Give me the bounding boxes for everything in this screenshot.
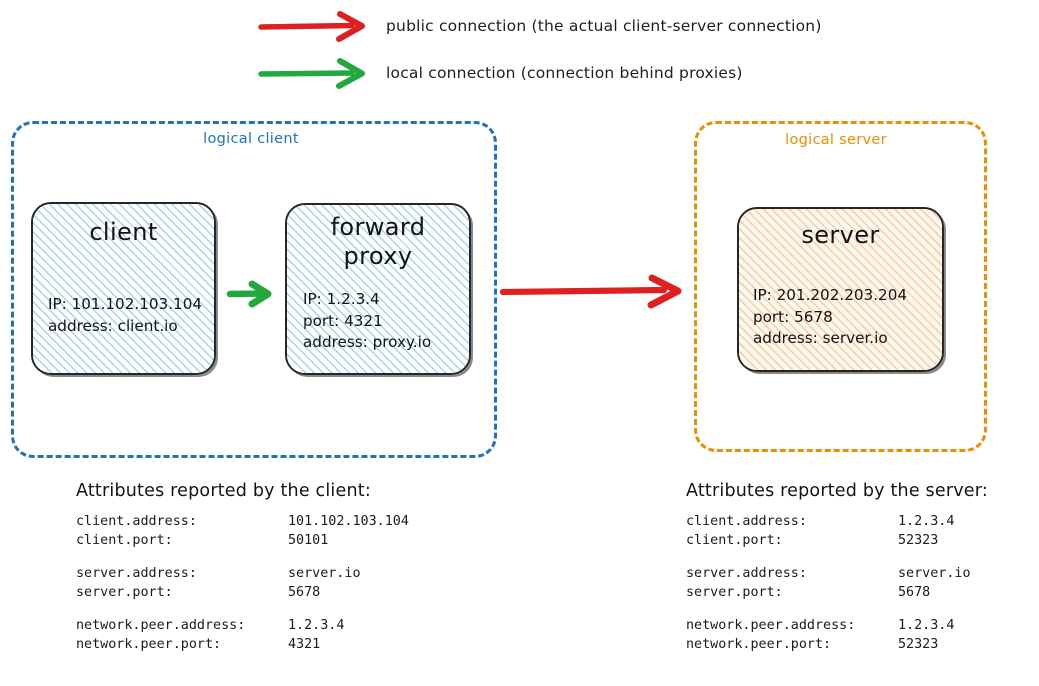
legend-row-public: public connection (the actual client-ser… (258, 9, 822, 43)
attributes-client-table: client.address: 101.102.103.104 client.p… (76, 512, 409, 654)
table-row: server.address: server.io (76, 564, 409, 583)
logical-client-group (11, 121, 497, 458)
table-row: server.address: server.io (686, 564, 988, 583)
red-arrow-icon (258, 11, 365, 42)
attributes-server-table: client.address: 1.2.3.4 client.port: 523… (686, 512, 988, 654)
green-arrow-icon (258, 58, 365, 89)
attr-key: client.address: (76, 514, 197, 529)
attributes-server-group-1: server.address: server.io server.port: 5… (686, 564, 988, 602)
attr-value: 101.102.103.104 (288, 514, 409, 529)
attr-value: 50101 (288, 533, 329, 549)
node-client-attr-address: address: client.io (48, 316, 178, 335)
attributes-server-group-2: network.peer.address: 1.2.3.4 network.pe… (686, 616, 988, 654)
attr-value: 1.2.3.4 (898, 514, 955, 529)
table-row: network.peer.port: 4321 (76, 635, 409, 654)
legend-label-local: local connection (connection behind prox… (386, 64, 743, 82)
table-row: client.address: 101.102.103.104 (76, 512, 409, 531)
node-server-attr-ip: IP: 201.202.203.204 (753, 286, 908, 304)
attributes-client-title: Attributes reported by the client: (76, 481, 371, 501)
attr-key: network.peer.address: (76, 618, 246, 634)
attr-value: 52323 (898, 637, 939, 653)
node-client-attrs: IP: 101.102.103.104 address: client.io (48, 294, 202, 337)
arrow-proxy-to-server (499, 274, 682, 309)
table-row: network.peer.address: 1.2.3.4 (686, 616, 988, 635)
attributes-server-title: Attributes reported by the server: (686, 481, 988, 501)
table-row: client.address: 1.2.3.4 (686, 512, 988, 531)
attributes-server-group-0: client.address: 1.2.3.4 client.port: 523… (686, 512, 988, 550)
node-server-attr-address: address: server.io (753, 329, 888, 348)
node-forward-proxy: forward proxy IP: 1.2.3.4 port: 4321 add… (285, 203, 471, 375)
attr-key: server.port: (686, 585, 783, 601)
attr-key: network.peer.port: (76, 637, 222, 653)
attributes-client-group-1: server.address: server.io server.port: 5… (76, 564, 409, 602)
table-row: client.port: 50101 (76, 531, 409, 550)
logical-client-label: logical client (203, 131, 299, 147)
node-server-title: server (801, 221, 880, 249)
legend-row-local: local connection (connection behind prox… (258, 56, 743, 90)
node-forward-proxy-title: forward proxy (330, 213, 426, 271)
attr-value: 4321 (288, 637, 321, 653)
node-forward-proxy-attr-port: port: 4321 (303, 311, 383, 330)
node-client-title: client (89, 218, 158, 246)
node-server-attrs: IP: 201.202.203.204 port: 5678 address: … (753, 285, 907, 350)
logical-server-label: logical server (785, 132, 887, 148)
attr-value: server.io (898, 566, 971, 582)
node-server: server IP: 201.202.203.204 port: 5678 ad… (737, 207, 944, 372)
attributes-client-group-2: network.peer.address: 1.2.3.4 network.pe… (76, 616, 409, 654)
logical-server-group (694, 121, 987, 452)
node-client-hatch (33, 204, 214, 373)
legend-label-public: public connection (the actual client-ser… (386, 17, 822, 35)
attr-value: server.io (288, 566, 361, 582)
table-row: server.port: 5678 (76, 583, 409, 602)
attr-key: client.address: (686, 514, 807, 529)
table-row: network.peer.port: 52323 (686, 635, 988, 654)
node-forward-proxy-attr-ip: IP: 1.2.3.4 (303, 290, 380, 308)
attr-value: 5678 (898, 585, 931, 601)
attr-value: 52323 (898, 533, 939, 549)
node-client: client IP: 101.102.103.104 address: clie… (31, 202, 216, 375)
node-client-attr-ip: IP: 101.102.103.104 (48, 295, 203, 313)
arrow-client-to-proxy (226, 280, 272, 308)
attr-value: 5678 (288, 585, 321, 601)
attr-key: server.port: (76, 585, 173, 601)
node-server-attr-port: port: 5678 (753, 307, 833, 326)
node-forward-proxy-attr-address: address: proxy.io (303, 333, 432, 352)
attributes-server-block: Attributes reported by the server: clien… (686, 481, 988, 654)
attr-key: server.address: (686, 566, 807, 582)
attr-value: 1.2.3.4 (898, 618, 955, 634)
node-server-hatch (739, 209, 942, 370)
node-forward-proxy-attrs: IP: 1.2.3.4 port: 4321 address: proxy.io (303, 289, 431, 354)
node-forward-proxy-hatch (287, 205, 469, 373)
table-row: network.peer.address: 1.2.3.4 (76, 616, 409, 635)
attr-key: server.address: (76, 566, 197, 582)
attr-value: 1.2.3.4 (288, 618, 345, 634)
attr-key: network.peer.address: (686, 618, 856, 634)
attributes-client-group-0: client.address: 101.102.103.104 client.p… (76, 512, 409, 550)
table-row: client.port: 52323 (686, 531, 988, 550)
attributes-client-block: Attributes reported by the client: clien… (76, 481, 409, 654)
attr-key: client.port: (76, 533, 173, 549)
table-row: server.port: 5678 (686, 583, 988, 602)
attr-key: network.peer.port: (686, 637, 832, 653)
attr-key: client.port: (686, 533, 783, 549)
